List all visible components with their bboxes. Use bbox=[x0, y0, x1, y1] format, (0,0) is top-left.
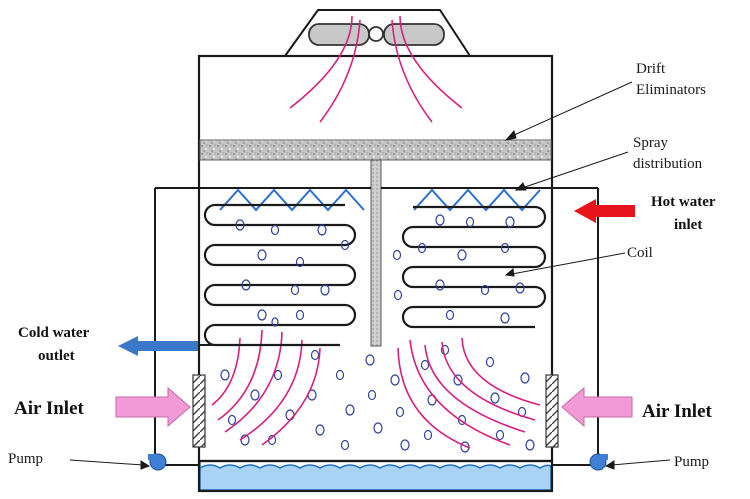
label-drift-1: Drift bbox=[636, 61, 666, 77]
coil-right bbox=[401, 205, 547, 329]
louver-left bbox=[192, 374, 206, 448]
label-pump-right: Pump bbox=[674, 454, 709, 470]
label-spray-1: Spray bbox=[633, 135, 668, 151]
fan-icon bbox=[308, 23, 445, 46]
spray-header-left bbox=[155, 187, 371, 212]
label-spray-2: distribution bbox=[633, 156, 703, 172]
label-coil: Coil bbox=[627, 245, 653, 261]
label-air-inlet-left: Air Inlet bbox=[14, 398, 85, 419]
basin-outline bbox=[197, 459, 554, 493]
coil-left bbox=[203, 203, 357, 347]
label-cold-2: outlet bbox=[38, 348, 75, 364]
exhaust-air-curves bbox=[289, 15, 463, 123]
hot-water-arrow bbox=[574, 199, 635, 223]
cold-water-arrow bbox=[118, 336, 198, 356]
drift-eliminators bbox=[199, 139, 552, 161]
pipe-left bbox=[154, 188, 199, 466]
pump-icon bbox=[589, 453, 608, 471]
pipe-right bbox=[552, 188, 599, 466]
label-hot-1: Hot water bbox=[651, 194, 716, 210]
inlet-air-curves bbox=[211, 329, 541, 449]
basin-water bbox=[199, 461, 552, 491]
label-pump-left: Pump bbox=[8, 451, 43, 467]
center-divider bbox=[370, 159, 382, 347]
pump-icon bbox=[148, 453, 167, 471]
label-air-inlet-right: Air Inlet bbox=[642, 401, 713, 422]
label-drift-2: Eliminators bbox=[636, 82, 706, 98]
label-hot-2: inlet bbox=[674, 217, 702, 233]
louver-right bbox=[545, 374, 559, 448]
label-cold-1: Cold water bbox=[18, 325, 90, 341]
air-inlet-arrow-left bbox=[115, 386, 191, 428]
water-droplets bbox=[220, 214, 535, 453]
leader-lines bbox=[69, 81, 671, 470]
air-inlet-arrow-right bbox=[561, 386, 633, 428]
